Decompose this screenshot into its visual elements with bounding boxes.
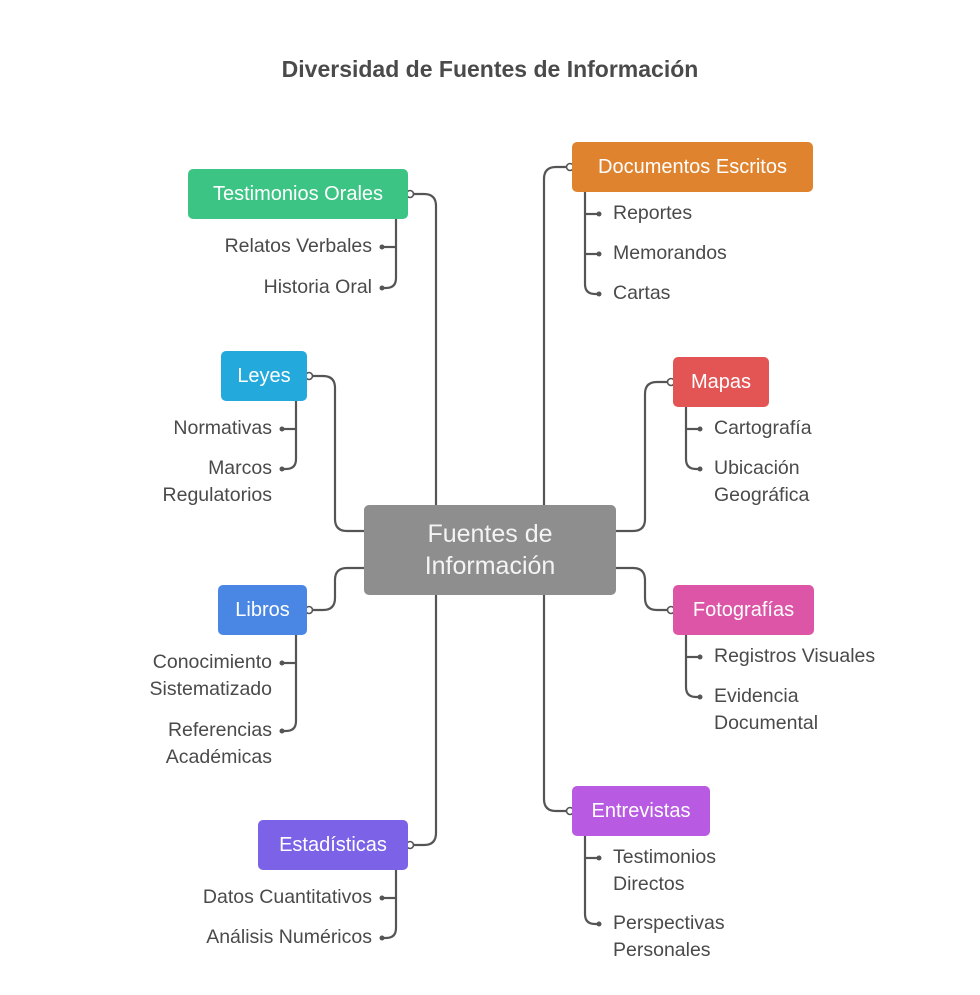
leaf-spine-testimonios — [382, 219, 398, 290]
branch-node-fotografias[interactable]: Fotografías — [673, 585, 814, 635]
leaf-item-text: Historia Oral — [263, 276, 372, 298]
leaf-item-text: Geográfica — [714, 484, 810, 506]
branch-node-entrevistas[interactable]: Entrevistas — [572, 786, 710, 836]
leaf-dot-libros-1 — [279, 728, 285, 734]
branch-node-leyes[interactable]: Leyes — [221, 351, 307, 401]
leaf-dot-testimonios-0 — [379, 244, 385, 250]
leaf-dot-testimonios-1 — [379, 285, 385, 291]
leaf-spine-entrevistas — [583, 836, 599, 926]
leaf-spine-fotografias — [684, 635, 700, 699]
center-node-line1: Fuentes de — [427, 520, 553, 548]
leaf-item-text: Marcos — [208, 457, 272, 479]
leaf-item-fotografias[interactable]: Registros Visuales — [714, 643, 875, 670]
leaf-spine-libros — [282, 635, 298, 733]
leaf-item-text: Perspectivas — [613, 912, 725, 934]
leaf-item-estadisticas[interactable]: Análisis Numéricos — [206, 924, 372, 951]
branch-node-estadisticas[interactable]: Estadísticas — [258, 820, 408, 870]
leaf-dot-mapas-0 — [697, 426, 703, 432]
leaf-item-text: Regulatorios — [162, 484, 272, 506]
leaf-dot-leyes-1 — [279, 466, 285, 472]
leaf-item-text: Conocimiento — [152, 651, 272, 673]
leaf-item-text: Análisis Numéricos — [206, 926, 372, 948]
leaf-item-documentos[interactable]: Reportes — [613, 200, 692, 227]
leaf-item-text: Personales — [613, 939, 711, 961]
leaf-item-text: Datos Cuantitativos — [202, 886, 372, 908]
leaf-item-text: Memorandos — [613, 242, 727, 264]
leaf-item-text: Referencias — [167, 719, 272, 741]
leaf-item-text: Sistematizado — [149, 678, 272, 700]
leaf-item-text: Ubicación — [714, 457, 800, 479]
connector-entrevistas — [542, 595, 570, 813]
connector-documentos — [542, 165, 570, 505]
connector-mapas — [616, 380, 671, 533]
connector-testimonios — [410, 192, 438, 505]
connector-libros — [309, 566, 364, 612]
leaf-spine-estadisticas — [382, 870, 398, 940]
branch-node-label: Fotografías — [692, 598, 795, 621]
leaf-item-text: Cartografía — [714, 417, 812, 439]
leaf-dot-documentos-2 — [596, 291, 602, 297]
branch-node-label: Estadísticas — [279, 833, 387, 856]
leaf-dot-entrevistas-0 — [596, 855, 602, 861]
connector-fotografias — [616, 566, 671, 612]
branch-node-libros[interactable]: Libros — [218, 585, 307, 635]
branch-node-documentos[interactable]: Documentos Escritos — [572, 142, 813, 192]
leaf-dot-estadisticas-1 — [379, 935, 385, 941]
leaf-item-text: Académicas — [165, 746, 272, 768]
leaf-item-text: Directos — [613, 873, 685, 895]
leaf-dot-libros-0 — [279, 660, 285, 666]
leaf-item-text: Reportes — [613, 202, 693, 224]
leaf-dot-leyes-0 — [279, 426, 285, 432]
leaf-dot-fotografias-0 — [697, 654, 703, 660]
branch-node-testimonios[interactable]: Testimonios Orales — [188, 169, 408, 219]
branch-node-mapas[interactable]: Mapas — [673, 357, 769, 407]
center-node-line2: Información — [424, 552, 556, 580]
leaf-spine-leyes — [282, 401, 298, 471]
leaf-dot-estadisticas-0 — [379, 895, 385, 901]
branch-node-label: Documentos Escritos — [598, 155, 787, 178]
leaf-item-text: Registros Visuales — [714, 645, 876, 667]
branch-node-label: Entrevistas — [591, 799, 691, 822]
leaf-item-text: Normativas — [173, 417, 272, 439]
leaf-item-leyes[interactable]: Normativas — [173, 415, 272, 442]
leaf-item-testimonios[interactable]: Relatos Verbales — [225, 233, 372, 260]
branch-node-label: Leyes — [237, 364, 291, 387]
connector-leyes — [309, 374, 364, 533]
branch-node-label: Libros — [235, 598, 290, 621]
branch-node-label: Mapas — [690, 370, 752, 393]
leaf-item-text: Evidencia — [714, 685, 799, 707]
leaf-item-documentos[interactable]: Cartas — [613, 280, 670, 307]
leaf-item-text: Relatos Verbales — [224, 235, 372, 257]
leaf-item-text: Cartas — [613, 282, 671, 304]
leaf-item-text: Testimonios — [613, 846, 716, 868]
leaf-dot-mapas-1 — [697, 466, 703, 472]
leaf-item-testimonios[interactable]: Historia Oral — [264, 274, 372, 301]
leaf-item-mapas[interactable]: Cartografía — [714, 415, 812, 442]
leaf-dot-documentos-1 — [596, 251, 602, 257]
leaf-item-documentos[interactable]: Memorandos — [613, 240, 727, 267]
leaf-spine-documentos — [583, 192, 599, 296]
connector-estadisticas — [410, 595, 438, 847]
diagram-title: Diversidad de Fuentes de Información — [281, 56, 699, 82]
leaf-item-text: Documental — [714, 712, 819, 734]
center-node[interactable]: Fuentes de Información — [364, 505, 616, 595]
branch-node-label: Testimonios Orales — [212, 182, 384, 205]
leaf-item-estadisticas[interactable]: Datos Cuantitativos — [203, 884, 372, 911]
leaf-dot-entrevistas-1 — [596, 921, 602, 927]
leaf-dot-fotografias-1 — [697, 694, 703, 700]
leaf-dot-documentos-0 — [596, 211, 602, 217]
leaf-spine-mapas — [684, 407, 700, 471]
